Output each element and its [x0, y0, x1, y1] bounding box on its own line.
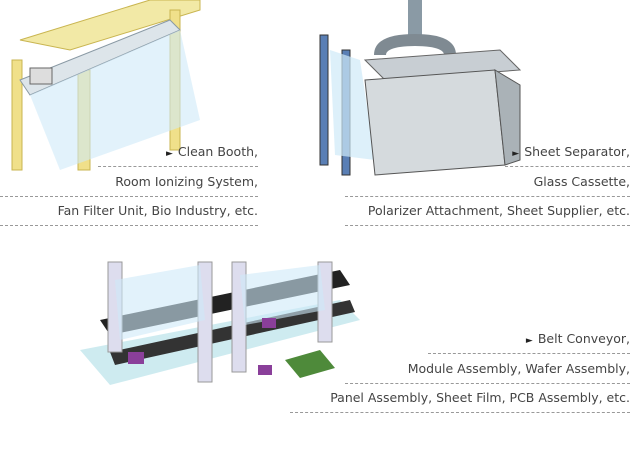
section2-line1: ► Sheet Separator,: [505, 144, 630, 167]
section1-line3: Fan Filter Unit, Bio Industry, etc.: [0, 203, 258, 226]
section1-line1: ► Clean Booth,: [98, 144, 258, 167]
section1-line1-text: Clean Booth,: [177, 144, 258, 159]
section2-line3: Polarizer Attachment, Sheet Supplier, et…: [345, 203, 630, 226]
clean-booth-illustration: [11, 0, 201, 171]
sheet-separator-illustration: [319, 0, 522, 176]
section3-line2: Module Assembly, Wafer Assembly,: [345, 361, 630, 384]
section3-line1: ► Belt Conveyor,: [428, 331, 630, 354]
section1-line2: Room Ionizing System,: [0, 174, 258, 197]
arrow-icon: ►: [512, 149, 520, 159]
ionizer-control-box: [29, 67, 53, 85]
arrow-icon: ►: [165, 149, 173, 159]
arrow-icon: ►: [525, 336, 533, 346]
section2-line2: Glass Cassette,: [345, 174, 630, 197]
section3-line1-text: Belt Conveyor,: [537, 331, 630, 346]
belt-conveyor-illustration: [80, 261, 360, 385]
section2-line1-text: Sheet Separator,: [524, 144, 630, 159]
section3-line3: Panel Assembly, Sheet Film, PCB Assembly…: [290, 390, 630, 413]
